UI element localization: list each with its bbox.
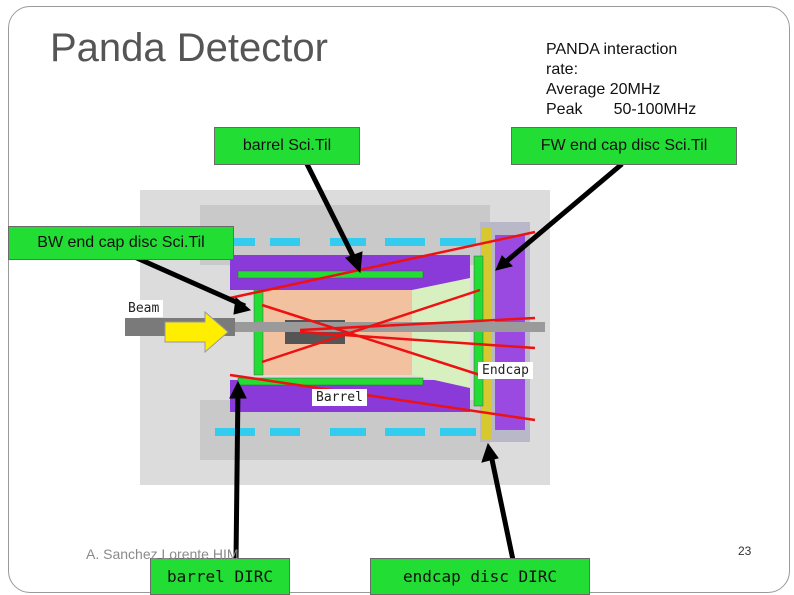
rate-line: PANDA interaction bbox=[546, 41, 678, 58]
beam-label: Beam bbox=[124, 300, 164, 317]
arrowhead bbox=[233, 297, 252, 315]
footer-author: A. Sanchez Lorente HIM bbox=[86, 546, 239, 562]
muon-strip-bottom bbox=[385, 428, 425, 436]
arrowhead bbox=[345, 251, 363, 274]
red-trajectories bbox=[229, 230, 536, 422]
muon-strip-bottom bbox=[270, 428, 300, 436]
forward-endcap-disc bbox=[482, 228, 492, 440]
annotation-arrows bbox=[128, 160, 624, 561]
interaction-rate-text: PANDA interaction rate: Average 20MHz Pe… bbox=[546, 40, 696, 120]
barrel-label: Barrel bbox=[312, 389, 367, 406]
endcap-cone bbox=[412, 278, 470, 388]
page-number: 23 bbox=[738, 544, 752, 558]
barrel-scitil-label: barrel Sci.Til bbox=[214, 127, 360, 165]
muon-strip-top bbox=[215, 238, 255, 246]
muon-strip-bottom bbox=[440, 428, 476, 436]
bw-endcap-bar bbox=[253, 289, 264, 376]
barrel-scitil-bar-top bbox=[237, 270, 424, 279]
endcap-dirc-label: endcap disc DIRC bbox=[370, 558, 590, 595]
muon-strip-top bbox=[385, 238, 425, 246]
fw-endcap-scitil-label: FW end cap disc Sci.Til bbox=[511, 127, 737, 165]
muon-strip-bottom bbox=[330, 428, 366, 436]
rate-line: Average 20MHz bbox=[546, 81, 661, 98]
arrowhead bbox=[229, 380, 247, 399]
beam-arrow bbox=[164, 310, 229, 354]
rate-line: Peak 50-100MHz bbox=[546, 101, 697, 118]
muon-strip-top bbox=[440, 238, 476, 246]
arrowhead bbox=[481, 442, 499, 463]
muon-strip-top bbox=[270, 238, 300, 246]
endcap-label: Endcap bbox=[478, 362, 533, 379]
arrowhead bbox=[495, 255, 513, 271]
rate-line: rate: bbox=[546, 61, 579, 78]
bw-endcap-scitil-label: BW end cap disc Sci.Til bbox=[8, 226, 234, 260]
slide-title: Panda Detector bbox=[50, 26, 328, 70]
barrel-dirc-label: barrel DIRC bbox=[150, 558, 290, 595]
